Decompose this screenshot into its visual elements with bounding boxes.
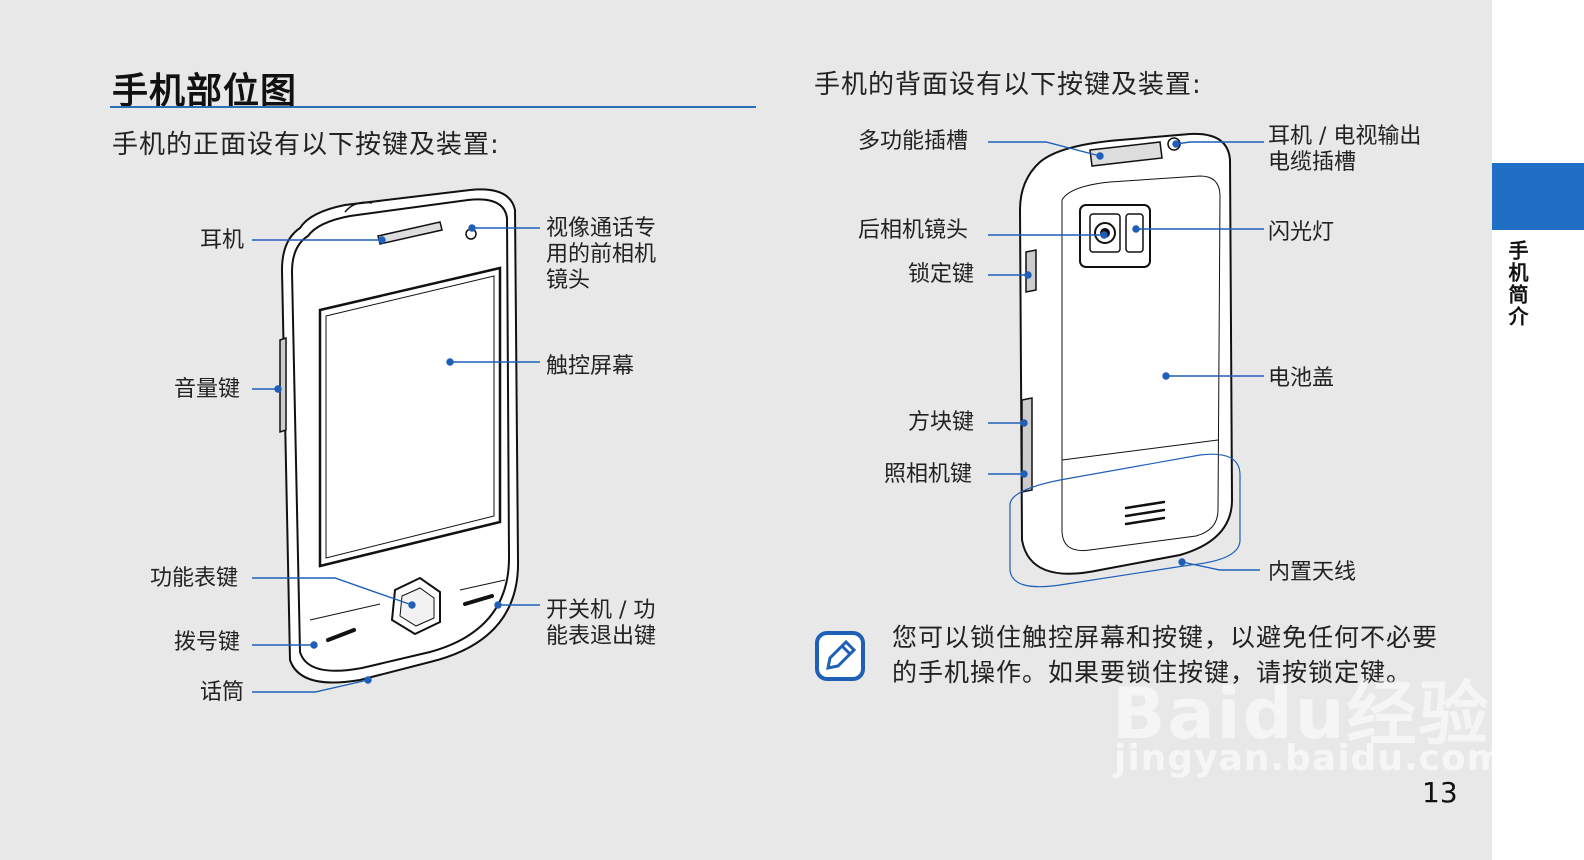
label-antenna: 内置天线 (1268, 560, 1357, 585)
front-intro: 手机的正面设有以下按键及装置: (112, 130, 500, 160)
label-flash: 闪光灯 (1268, 220, 1335, 245)
label-touchscreen: 触控屏幕 (546, 354, 635, 379)
manual-page (0, 0, 1492, 860)
chapter-tab-label: 手机简介 (1505, 240, 1529, 328)
label-dial-key: 拨号键 (174, 630, 241, 655)
label-earpiece: 耳机 (200, 228, 245, 253)
note-pencil-icon (815, 631, 865, 681)
leader-lines (252, 140, 1264, 693)
page-number: 13 (1422, 776, 1458, 809)
antenna-outline (1009, 453, 1241, 588)
watermark-url: jingyan.baidu.com (1114, 738, 1506, 779)
back-intro: 手机的背面设有以下按键及装置: (814, 70, 1202, 100)
label-camera-key: 照相机键 (884, 462, 973, 487)
label-power-key: 开关机 / 功 能表退出键 (546, 598, 657, 649)
watermark-logo: Baidu经验 (1112, 673, 1491, 755)
label-multifunction-jack: 多功能插槽 (858, 129, 969, 154)
back-phone-illustration (1018, 132, 1234, 575)
side-margin (1492, 0, 1584, 860)
front-phone-illustration (279, 188, 520, 684)
title-underline (110, 106, 756, 108)
label-microphone: 话筒 (200, 680, 245, 705)
label-cube-key: 方块键 (908, 410, 975, 435)
page-title: 手机部位图 (112, 71, 298, 112)
label-volume-key: 音量键 (174, 377, 241, 402)
label-menu-key: 功能表键 (150, 566, 239, 591)
chapter-tab (1492, 163, 1584, 230)
note-text: 您可以锁住触控屏幕和按键，以避免任何不必要的手机操作。如果要锁住按键，请按锁定键… (892, 623, 1439, 687)
label-lock-key: 锁定键 (908, 262, 975, 287)
label-battery-cover: 电池盖 (1268, 366, 1335, 391)
label-rear-camera: 后相机镜头 (858, 218, 969, 243)
label-front-camera: 视像通话专 用的前相机 镜头 (546, 216, 657, 293)
phone-diagrams (252, 132, 1264, 693)
label-headset-jack: 耳机 / 电视输出 电缆插槽 (1268, 124, 1422, 175)
